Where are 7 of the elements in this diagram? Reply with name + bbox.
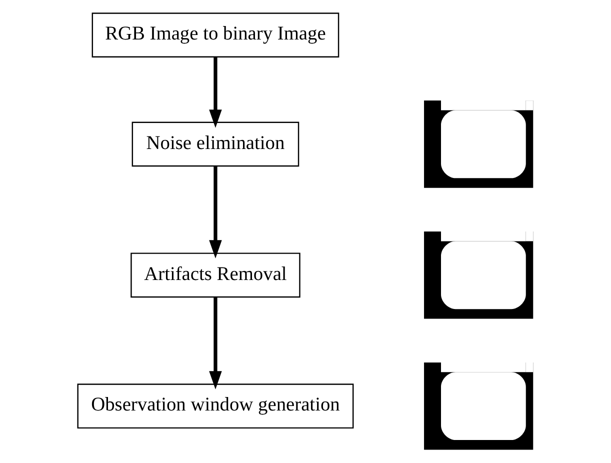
arrow (209, 297, 222, 390)
node-box: RGB Image to binary Image (92, 12, 340, 58)
node-box: Observation window generation (77, 384, 354, 429)
arrow (209, 57, 222, 128)
node-box: Artifacts Removal (130, 252, 300, 298)
node-box: Noise elimination (132, 122, 300, 167)
arrow (209, 166, 222, 258)
